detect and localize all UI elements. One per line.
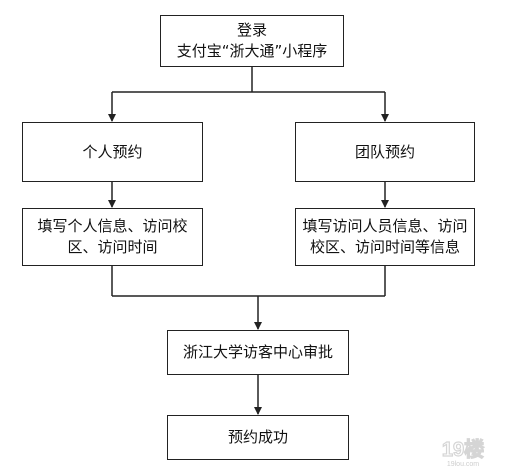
node-group-reservation: 团队预约 [295,122,475,182]
watermark-logo: 19楼 19lou.com [441,437,484,468]
node-group-info-line-1: 填写访问人员信息、访问 [302,217,468,235]
node-personal-info-line-1: 填写个人信息、访问校 [37,217,188,235]
node-personal-info: 填写个人信息、访问校 区、访问时间 [22,208,203,266]
node-personal-info-line-2: 区、访问时间 [67,238,158,256]
node-login: 登录 支付宝“浙大通”小程序 [160,15,344,67]
watermark-subtext: 19lou.com [447,461,479,468]
node-group-reservation-label: 团队预约 [354,142,415,161]
node-approval: 浙江大学访客中心审批 [167,330,349,375]
node-success: 预约成功 [167,415,349,460]
node-approval-label: 浙江大学访客中心审批 [182,343,333,361]
node-success-label: 预约成功 [227,428,288,446]
node-login-line-2: 支付宝“浙大通”小程序 [176,42,328,60]
watermark-text: 19楼 [442,438,484,461]
node-personal-reservation: 个人预约 [22,122,203,182]
node-personal-reservation-label: 个人预约 [82,142,143,161]
node-login-line-1: 登录 [236,21,267,39]
node-group-info: 填写访问人员信息、访问 校区、访问时间等信息 [295,208,475,266]
node-group-info-line-2: 校区、访问时间等信息 [309,238,460,256]
